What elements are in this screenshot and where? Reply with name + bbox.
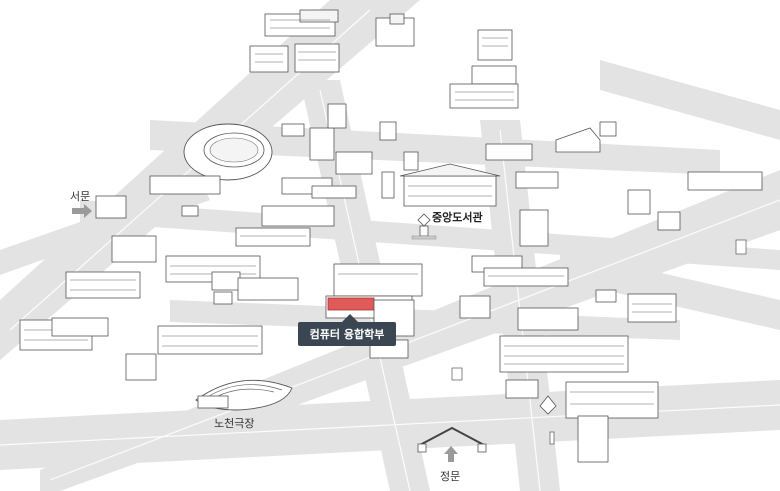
stadium (149, 123, 305, 195)
central-library-label: 중앙도서관 (432, 210, 483, 224)
building-callout[interactable]: 컴퓨터 융합학부 (298, 314, 396, 346)
building-cluster-west (19, 195, 199, 351)
central-library-building (399, 151, 501, 207)
outdoor-theater-label: 노천극장 (214, 416, 254, 430)
computer-convergence-building[interactable] (325, 263, 423, 359)
west-gate-arrow-icon (72, 204, 92, 218)
west-gate-label: 서문 (70, 190, 90, 203)
library-monument-icon (411, 213, 437, 240)
building-cluster-center-west (125, 205, 335, 381)
building-cluster-east (485, 121, 763, 247)
building-cluster-north (249, 9, 415, 73)
building-cluster-center-east (459, 255, 677, 331)
callout-label: 컴퓨터 융합학부 (310, 327, 385, 341)
main-gate-arrow-icon (444, 446, 458, 462)
main-gate-label: 정문 (440, 470, 460, 483)
building-cluster-mid-north (281, 103, 397, 199)
main-gate-structure (417, 426, 487, 453)
outdoor-theater (195, 379, 293, 411)
building-cluster-southeast (451, 239, 747, 463)
building-cluster-dorms (449, 29, 519, 109)
